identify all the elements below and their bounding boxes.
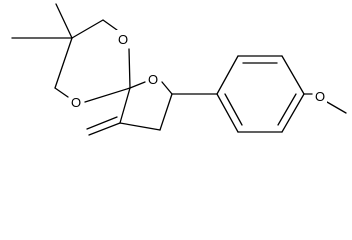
oxygen-label: O <box>148 72 158 87</box>
bond-gem-c-methyl-1 <box>55 3 73 39</box>
bond-gem-c-to-ch2-top <box>71 19 104 39</box>
bond-ch-to-ch2 <box>159 93 173 131</box>
oxygen-label: O <box>315 89 325 104</box>
oxygen-label: O <box>71 95 81 110</box>
atom-labels: O O O O <box>69 30 327 111</box>
bond-ring-inner-2 <box>277 93 297 126</box>
bond-o-top-to-spiro <box>128 48 131 89</box>
bond-ch2-bottom-to-gem-c <box>54 37 73 89</box>
bond-ch2-top-to-o-top <box>102 19 118 31</box>
bond-ring-c4-c5 <box>281 93 305 133</box>
chemical-structure: O O O O <box>11 3 347 136</box>
bond-c-exo-to-spiro <box>119 87 131 124</box>
oxygen-atom-dioxane-bottom: O <box>69 93 83 111</box>
bond-ring-c3-c4 <box>281 55 305 95</box>
bond-ring-inner-3 <box>224 93 243 126</box>
oxygen-atom-dioxane-top: O <box>116 30 130 48</box>
bond-o-bottom-to-ch2-bottom <box>54 87 69 98</box>
oxygen-atom-furan: O <box>146 70 160 88</box>
bond-spiro-to-o-bottom <box>84 87 131 103</box>
bond-methylene-a <box>88 122 121 136</box>
bond-o-methoxy-to-methyl <box>326 101 347 114</box>
oxygen-atom-methoxy: O <box>313 87 327 105</box>
bond-ring-c6-c1 <box>216 93 239 133</box>
oxygen-label: O <box>118 32 128 47</box>
bond-methylene-b <box>86 116 118 130</box>
bond-o-furan-to-ch <box>161 81 173 95</box>
bond-spiro-to-o-furan <box>129 81 146 89</box>
bonds <box>11 3 347 136</box>
bond-ch2-to-c-exo <box>119 122 161 131</box>
bond-ring-c1-c2 <box>216 55 239 95</box>
